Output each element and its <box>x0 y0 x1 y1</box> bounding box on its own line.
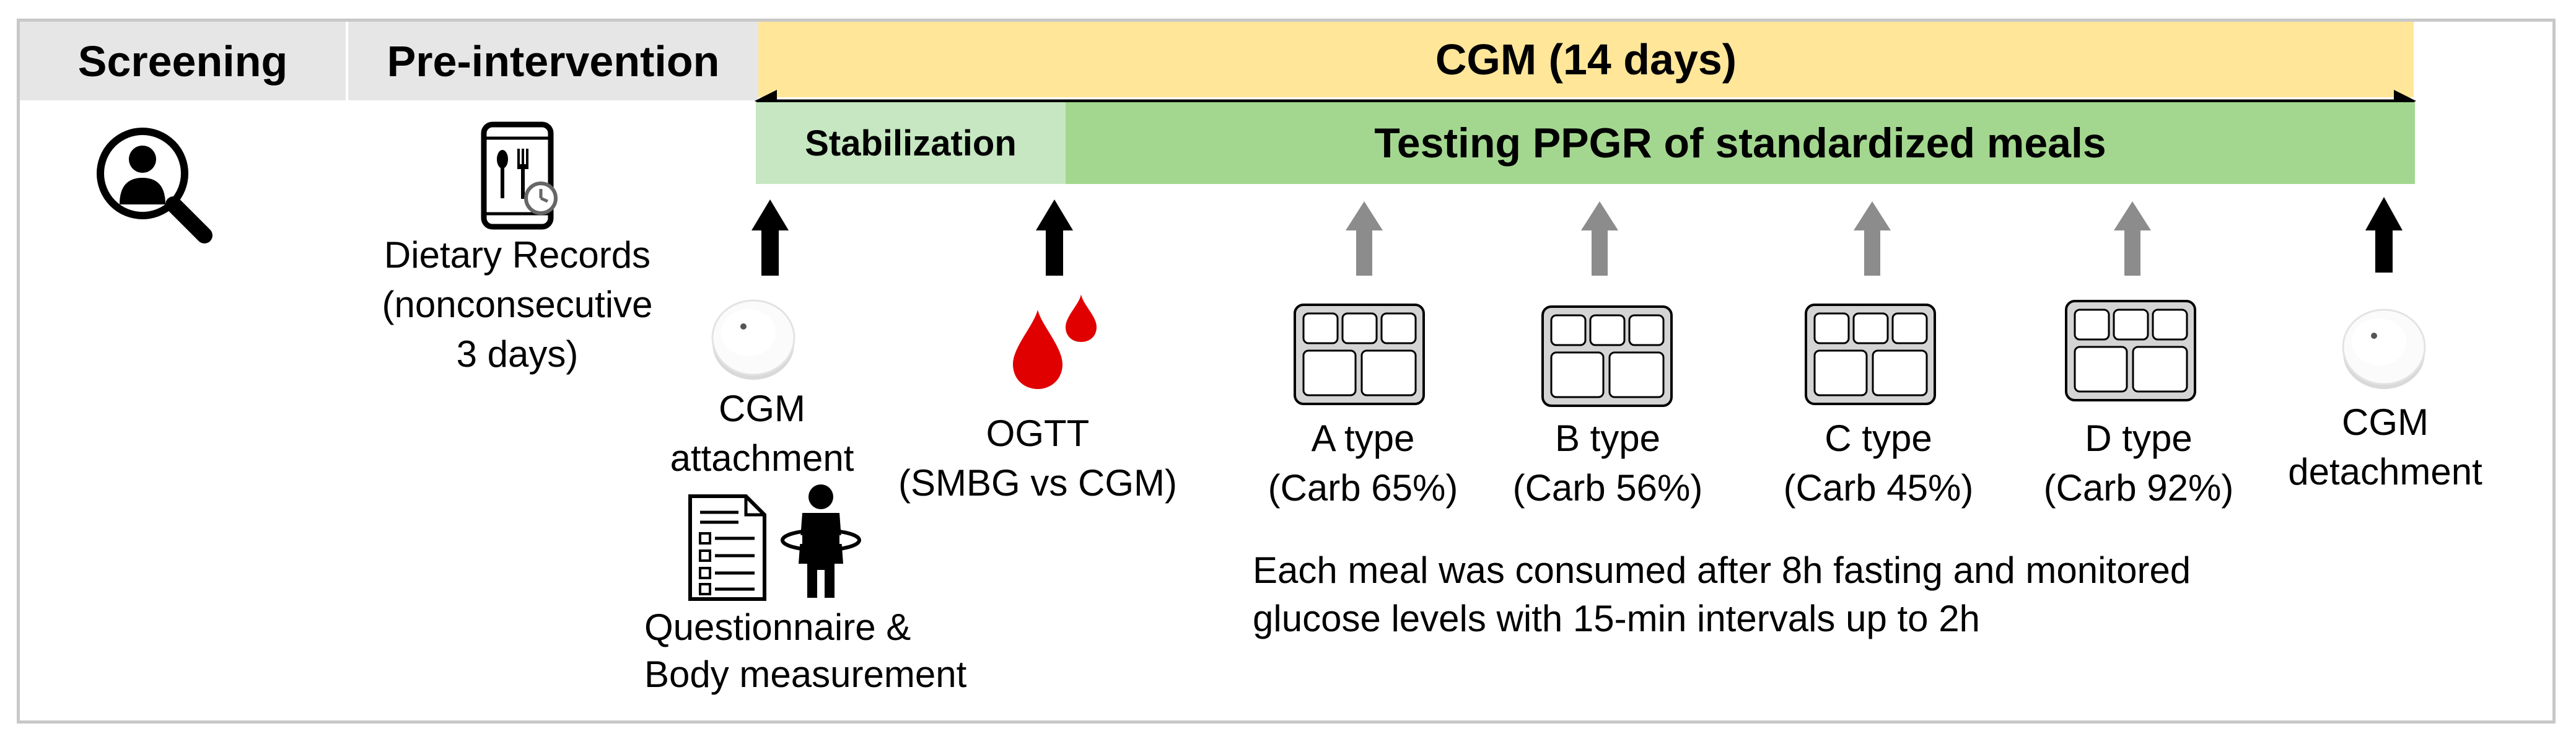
stabilization-phase: Stabilization <box>756 102 1066 184</box>
cgm-period-header: CGM (14 days) <box>758 22 2414 97</box>
dietary-records-label: Dietary Records (nonconsecutive 3 days) <box>382 234 653 375</box>
magnifier-person-icon <box>97 128 212 243</box>
questionnaire-label: Questionnaire & Body measurement <box>644 606 967 695</box>
protocol-note: Each meal was consumed after 8h fasting … <box>1253 549 2191 639</box>
meal-c-label: C type (Carb 45%) <box>1783 418 1974 509</box>
cgm-detachment-label: CGM detachment <box>2288 401 2482 492</box>
screening-header: Screening <box>20 22 346 100</box>
meal-a-label: A type (Carb 65%) <box>1268 418 1458 509</box>
phone-meal-clock-icon <box>481 121 558 230</box>
pre-intervention-header: Pre-intervention <box>348 22 758 100</box>
blood-drop-icon <box>1013 294 1097 389</box>
checklist-icon <box>688 494 766 601</box>
arrow-meal-c <box>1854 201 1891 276</box>
arrow-meal-d <box>2114 201 2151 276</box>
cgm-attachment-label: CGM attachment <box>670 388 854 479</box>
meal-tray-c <box>1805 304 1936 405</box>
meal-d-label: D type (Carb 92%) <box>2043 418 2234 509</box>
arrow-meal-b <box>1581 201 1618 276</box>
testing-phase: Testing PPGR of standardized meals <box>1066 102 2415 184</box>
body-measure-icon <box>781 484 861 598</box>
cgm-sensor-icon <box>2342 309 2426 389</box>
cgm-sensor-icon <box>711 299 795 380</box>
meal-tray-b <box>1541 305 1673 407</box>
meal-tray-d <box>2065 300 2196 401</box>
ogtt-label: OGTT (SMBG vs CGM) <box>898 413 1177 504</box>
arrow-meal-a <box>1346 201 1383 276</box>
arrow-cgm-attachment <box>745 199 789 276</box>
meal-tray-a <box>1294 304 1425 405</box>
meal-b-label: B type (Carb 56%) <box>1512 418 1703 509</box>
arrow-ogtt <box>1036 199 1073 276</box>
arrow-cgm-detachment <box>2365 197 2403 273</box>
